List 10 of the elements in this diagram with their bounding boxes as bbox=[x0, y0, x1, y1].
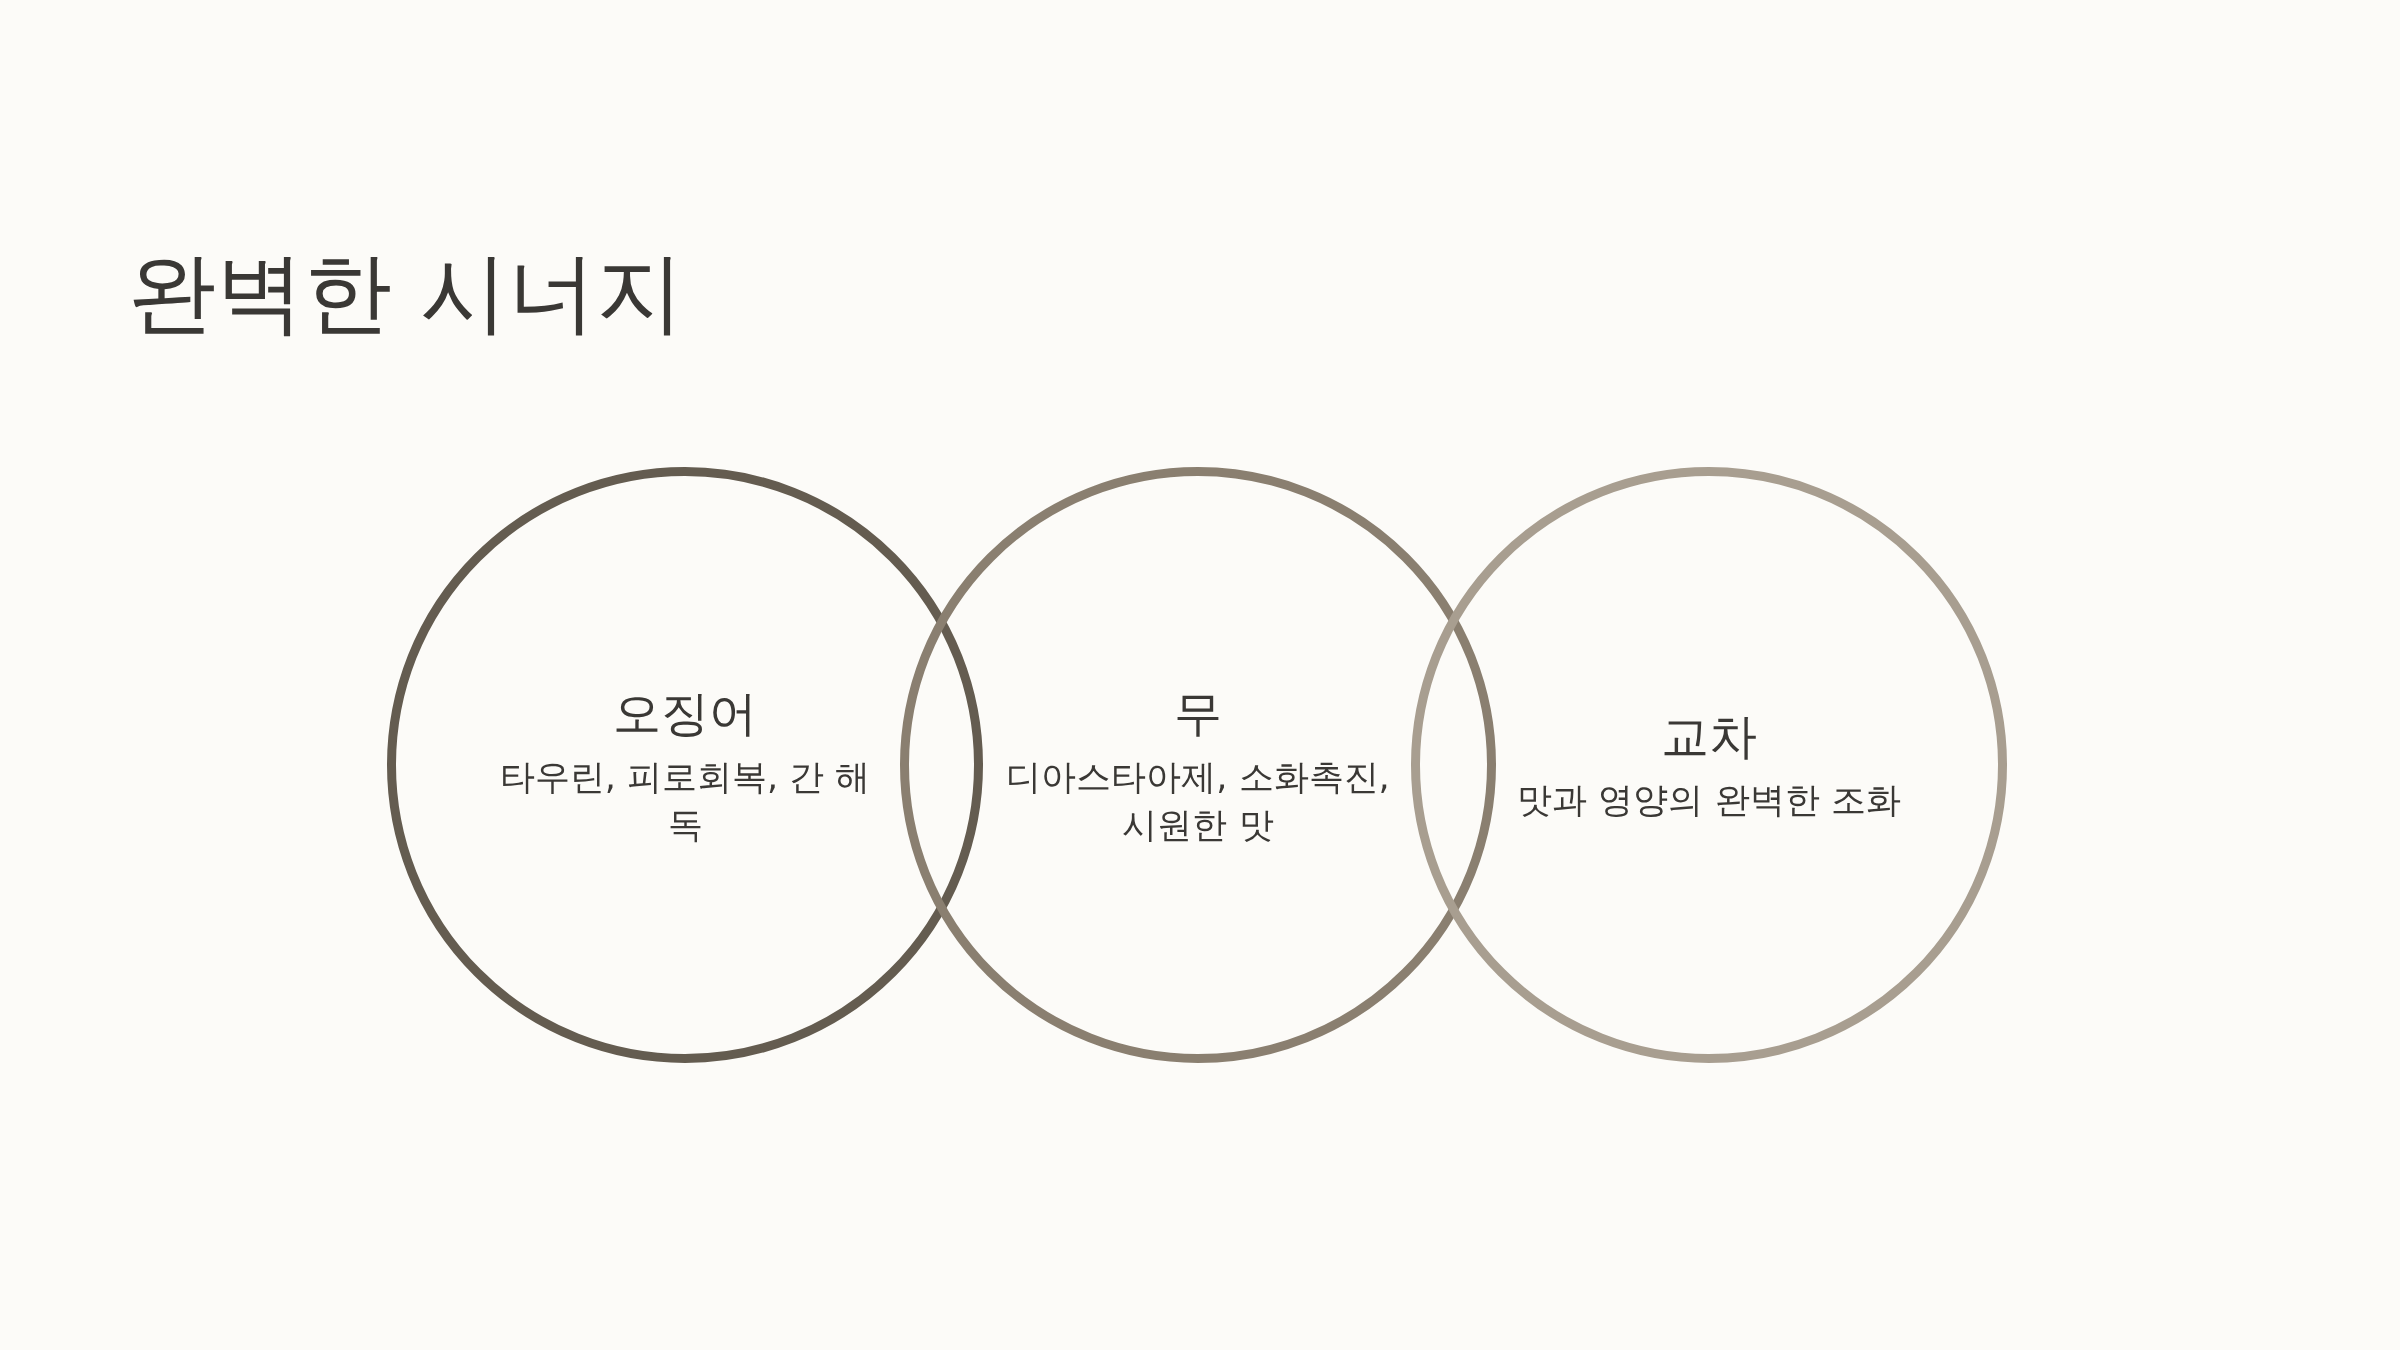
circle bbox=[387, 467, 983, 1063]
slide-title: 완벽한 시너지 bbox=[128, 240, 684, 346]
circle bbox=[1411, 467, 2007, 1063]
circle-heading: 오징어 bbox=[613, 683, 757, 743]
circle-description: 디아스타아제, 소화촉진, 시원한 맛 bbox=[1005, 755, 1391, 847]
circle-description: 맛과 영양의 완벽한 조화 bbox=[1516, 779, 1902, 823]
circle-heading: 교차 bbox=[1661, 707, 1757, 767]
circle-description: 타우린, 피로회복, 간 해독 bbox=[498, 755, 872, 847]
circle-heading: 무 bbox=[1174, 683, 1222, 743]
circle bbox=[900, 467, 1496, 1063]
